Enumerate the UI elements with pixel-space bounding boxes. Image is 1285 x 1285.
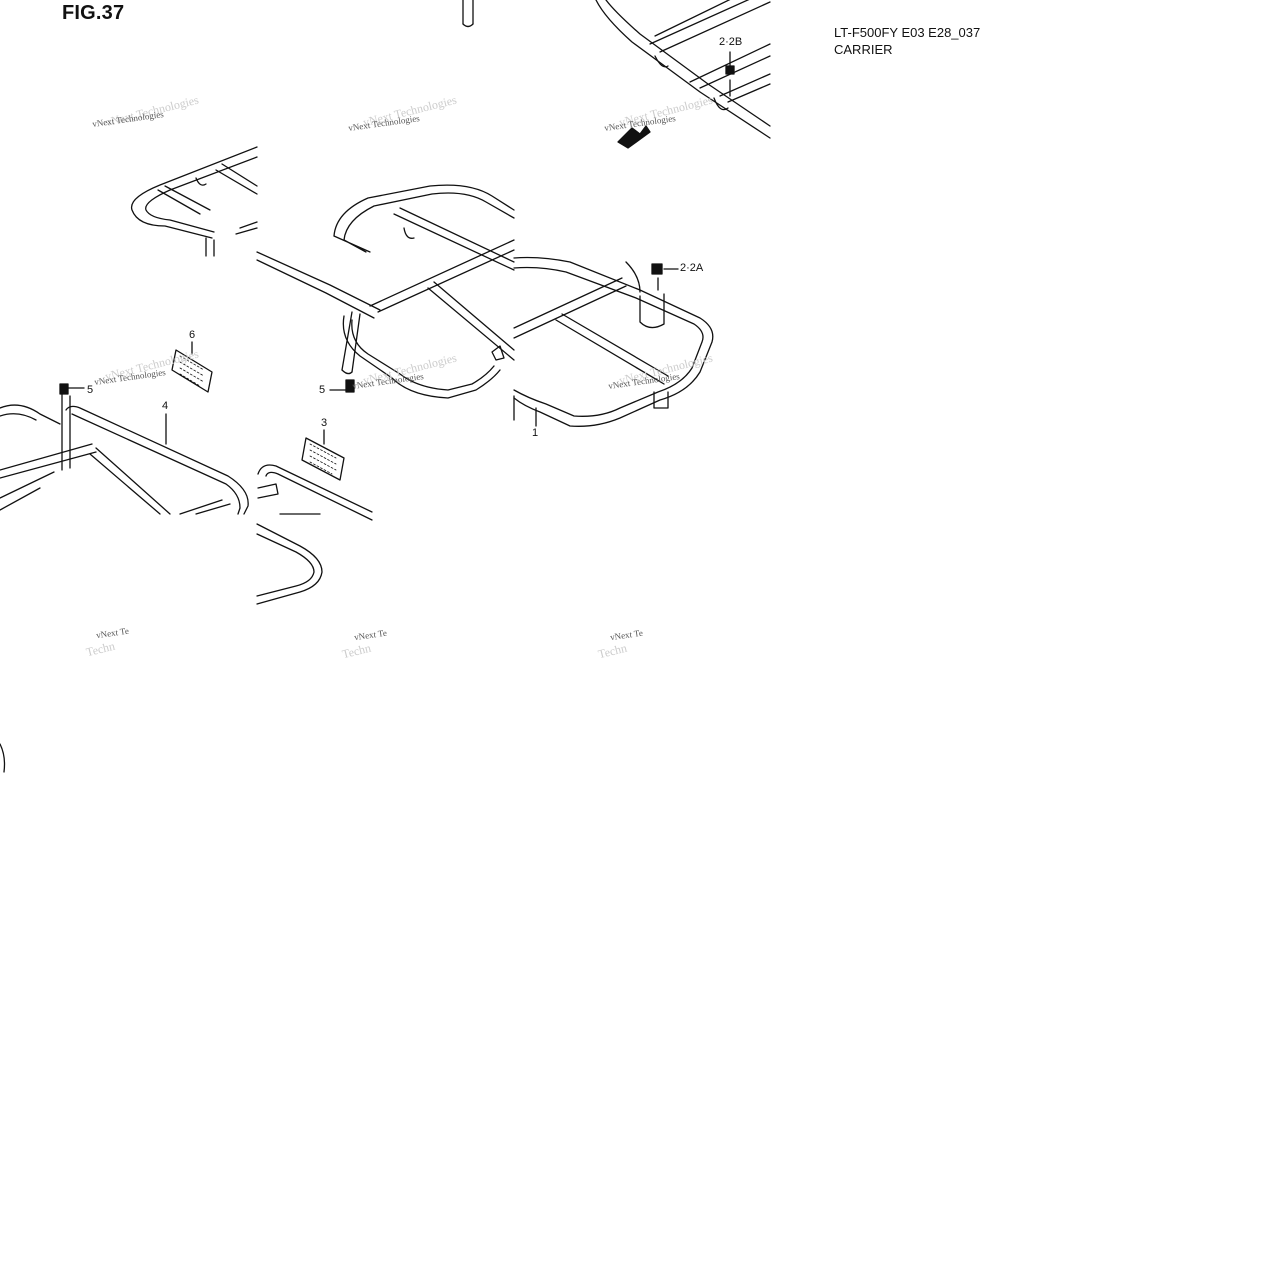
reflector-plate-3 [301, 429, 345, 481]
rear-carrier-partial [595, 0, 771, 139]
center-rack [256, 184, 515, 399]
front-direction-arrow [617, 125, 651, 149]
section-name: CARRIER [834, 42, 893, 57]
callout-2-2b: 2·2B [719, 36, 743, 48]
callout-4: 4 [162, 400, 169, 412]
callout-2-2a: 2·2A [680, 262, 704, 274]
front-carrier-left [130, 146, 258, 257]
front-carrier-extension [256, 379, 373, 605]
front-carrier-bottom [0, 383, 249, 515]
reflector-plate-6 [171, 341, 213, 393]
callout-5-left: 5 [87, 384, 94, 396]
callout-1: 1 [532, 427, 539, 439]
edge-fragment [0, 743, 6, 773]
figure-label: FIG.37 [62, 2, 125, 24]
callout-3: 3 [321, 417, 328, 429]
callout-5-mid: 5 [319, 384, 326, 396]
callout-6: 6 [189, 329, 196, 341]
model-code: LT-F500FY E03 E28_037 [834, 25, 981, 40]
rear-carrier [513, 256, 714, 427]
post-stub [462, 0, 474, 28]
